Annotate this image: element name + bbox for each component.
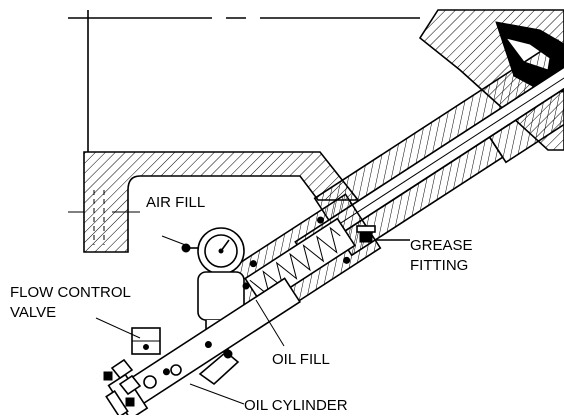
- flow-control-label-line2: VALVE: [10, 304, 56, 321]
- labels: AIR FILL GREASE FITTING FLOW CONTROL VAL…: [10, 194, 473, 414]
- flow-control-valve: [103, 327, 161, 407]
- grease-fitting-label-line2: FITTING: [410, 257, 468, 274]
- oil-fill-label: OIL FILL: [272, 351, 330, 368]
- oil-cylinder-body: [105, 277, 301, 420]
- grease-fitting-icon: [356, 225, 410, 243]
- grease-fitting-label-line1: GREASE: [410, 237, 473, 254]
- coil-spring-icon: [249, 226, 341, 298]
- pressure-gauge-icon: [197, 227, 245, 275]
- oil-cylinder-label: OIL CYLINDER: [244, 397, 348, 414]
- leader-lines: [95, 235, 285, 405]
- frame-centerline: [68, 10, 420, 152]
- rod-assembly: [294, 39, 564, 259]
- oil-cylinder-linkage: [143, 349, 240, 389]
- flow-control-label-line1: FLOW CONTROL: [10, 284, 131, 301]
- air-fill-label: AIR FILL: [146, 194, 205, 211]
